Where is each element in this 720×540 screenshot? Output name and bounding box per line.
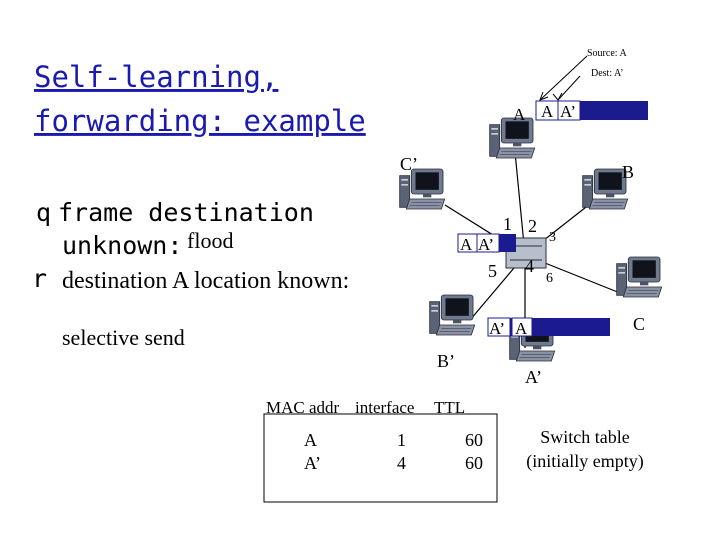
frame-left-dst: A’ xyxy=(478,235,494,254)
table-caption-line1: Switch table xyxy=(540,427,629,447)
title-line2: forwarding: example xyxy=(34,104,366,138)
frame-bottom-src: A’ xyxy=(489,319,505,338)
switch-table-box xyxy=(263,413,498,503)
host-b-icon xyxy=(582,168,629,210)
title-line1: Self-learning, xyxy=(34,60,278,94)
selective-send-label: selective send xyxy=(62,325,185,350)
table-cell-mac: A’ xyxy=(304,453,321,473)
frame-left-src: A xyxy=(460,235,473,254)
table-cell-mac: A xyxy=(304,430,317,450)
dest-label: Dest: A’ xyxy=(591,68,624,79)
table-header-mac: MAC addr xyxy=(266,398,340,417)
bullet2-marker: r xyxy=(32,264,47,293)
port-label: 3 xyxy=(549,230,556,245)
table-cell-ttl: 60 xyxy=(465,430,483,450)
frame-top-dst: A’ xyxy=(560,102,576,121)
table-cell-interface: 1 xyxy=(397,430,406,450)
port-label: 4 xyxy=(525,256,534,276)
host-c-prime-label: C’ xyxy=(400,154,418,174)
bullet1-marker: q xyxy=(36,198,51,227)
frame-bottom-dst-cell xyxy=(511,317,533,337)
host-a-label: A xyxy=(513,105,526,124)
table-caption-line2: (initially empty) xyxy=(526,451,643,472)
host-c-prime-icon xyxy=(399,168,446,210)
annotation-arrows xyxy=(539,55,588,101)
port-label: 2 xyxy=(528,216,537,236)
host-a-icon xyxy=(489,117,536,159)
host-c-icon xyxy=(616,256,663,298)
bullet2-text: destination A location known: xyxy=(62,268,349,294)
table-header-ttl: TTL xyxy=(434,398,465,417)
host-b-label: B xyxy=(622,162,634,182)
frame-top-src: A xyxy=(541,102,554,121)
table-header-interface: interface xyxy=(355,398,414,417)
frame-bottom-dst: A xyxy=(515,319,528,338)
source-label: Source: A xyxy=(587,48,627,59)
port-label: 1 xyxy=(503,214,512,234)
frame-left-dst-cell xyxy=(476,233,500,253)
port-label: 6 xyxy=(546,271,553,286)
table-cell-interface: 4 xyxy=(397,453,406,473)
host-c-label: C xyxy=(633,314,645,334)
bullet1-text: frame destination xyxy=(58,198,314,227)
port-label: 5 xyxy=(488,261,497,281)
table-cell-ttl: 60 xyxy=(465,453,483,473)
frame-top-dst-cell xyxy=(557,100,581,121)
bullet1-line2: unknown: xyxy=(62,231,182,260)
host-b-prime-icon xyxy=(429,294,476,336)
host-a-prime-label: A’ xyxy=(525,367,542,387)
flood-label: flood xyxy=(187,228,233,253)
host-b-prime-label: B’ xyxy=(437,351,455,371)
frame-bottom-src-cell xyxy=(487,317,511,337)
